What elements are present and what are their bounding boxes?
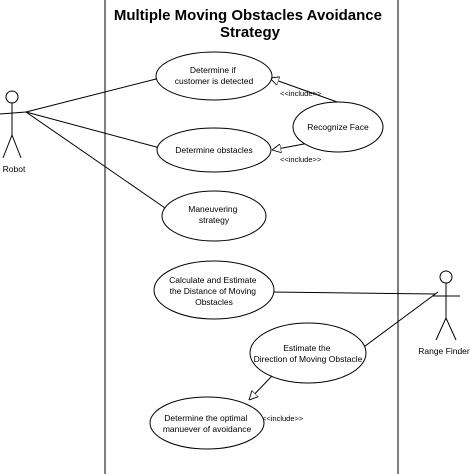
include-label-optimal: <<include>>: [262, 414, 304, 423]
actor-range-finder-label: Range Finder: [418, 346, 470, 356]
title-line-2: Strategy: [220, 24, 281, 41]
actor-robot: Robot: [0, 90, 27, 174]
svg-text:Determine obstacles: Determine obstacles: [175, 145, 252, 155]
association-robot-obstacles: [25, 111, 161, 149]
svg-text:Calculate and Estimate t: Calculate and Estimate the Distance of M…: [169, 275, 259, 307]
svg-text:Estimate the Direction o: Estimate the Direction of Moving Obstacl…: [254, 343, 363, 364]
svg-text:Determine the optimal ma: Determine the optimal manuever of avoida…: [163, 413, 252, 434]
include-label-customer: <<include>>: [280, 89, 322, 98]
association-robot-customer: [25, 77, 161, 113]
association-rangefinder-distance: [271, 291, 437, 295]
usecase-recognize-face: Recognize Face: [292, 101, 384, 153]
association-rangefinder-direction: [356, 291, 439, 353]
usecase-optimal-maneuver: Determine the optimal manuever of avoida…: [149, 396, 265, 450]
svg-text:Recognize Face: Recognize Face: [307, 122, 369, 132]
actor-range-finder: Range Finder: [418, 270, 470, 356]
include-label-obstacles: <<include>>: [280, 155, 322, 164]
usecase-maneuvering-strategy: Maneuvering strategy: [161, 190, 267, 242]
usecase-estimate-direction: Estimate the Direction of Moving Obstacl…: [249, 322, 367, 384]
usecase-customer-detected: Determine if customer is detected: [155, 51, 273, 101]
usecase-calculate-distance: Calculate and Estimate the Distance of M…: [153, 260, 275, 320]
svg-text:Determine if customer is: Determine if customer is detected: [175, 65, 254, 86]
title-line-1: Multiple Moving Obstacles Avoidance: [114, 7, 382, 24]
actor-robot-label: Robot: [3, 164, 26, 174]
association-robot-maneuvering: [25, 111, 166, 209]
include-arrow-customer: [270, 78, 341, 104]
diagram-title: Multiple Moving Obstacles Avoidance Stra…: [114, 7, 386, 41]
usecase-determine-obstacles: Determine obstacles: [156, 127, 272, 173]
svg-text:Maneuvering strategy: Maneuvering strategy: [188, 204, 240, 225]
